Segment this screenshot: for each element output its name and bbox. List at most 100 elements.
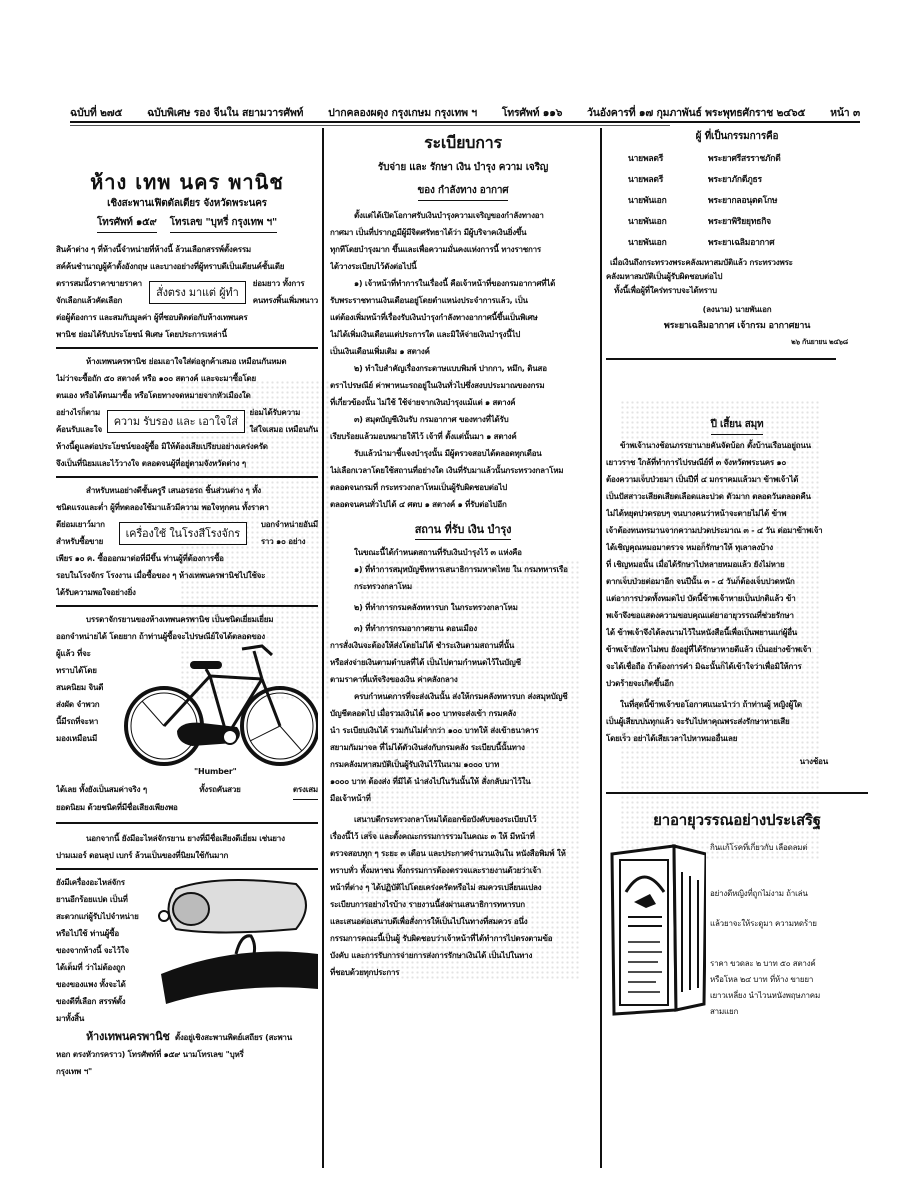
paragraph-line: ใส่ใจเสมอ เหมือนกัน bbox=[249, 425, 318, 434]
paragraph-line: หรือโหล ๒๔ บาท ที่ห้าง ขายยา bbox=[710, 975, 814, 984]
issue-number: ฉบับที่ ๒๗๕ bbox=[70, 107, 123, 119]
paragraph-line: ไม่ว่าจะซื้อถัก ๕๐ สตางค์ หรือ ๑๐๐ สตางค… bbox=[56, 374, 257, 383]
paragraph-line: กินแก้โรคที่เกี่ยวกับ เลือดลมต่ bbox=[710, 843, 808, 852]
section-rule bbox=[606, 358, 836, 360]
paragraph-line: ตรงเสม bbox=[292, 781, 318, 800]
bicycle-brand: "Humber" bbox=[194, 767, 237, 776]
section-rule bbox=[606, 792, 868, 794]
store-location: เชิงสะพานเฟิตตัลเตียร จังหวัดพระนคร bbox=[107, 198, 267, 209]
paragraph-line: คลังมหาสมบัติเป็นผู้รับผิดชอบต่อไป bbox=[606, 272, 723, 281]
paragraph-line: สามแยก bbox=[710, 1007, 739, 1016]
paragraph-line: จะได้เชื่อถือ ถ้าต้องการคำ มิฉะนั้นก็ได้… bbox=[606, 662, 802, 671]
tire-ad: ยังมีเครื่องอะไหล่จักร ยานอีกร้อยแปด เป็… bbox=[56, 874, 318, 1024]
paragraph-line: ได้ ข้าพเจ้าจึงได้ลงนามไว้ในหนังสือนี้เพ… bbox=[606, 628, 798, 637]
paragraph-line: ที่เกี่ยวข้องนั้น ไม่ใช้ ใช้จ่ายจากเงินบ… bbox=[330, 398, 516, 407]
publisher: ปากคลองผดุง กรุงเกษม กรุงเทพ ฯ bbox=[328, 107, 477, 119]
clause-1: ๑) เจ้าหน้าที่ทำการในเรื่องนี้ คือเจ้าหน… bbox=[330, 275, 596, 360]
paragraph-line: ตราไปรษณีย์ ค่าพาหนะรถอยู่ในเงินทั่วไปซึ… bbox=[330, 381, 545, 390]
paragraph-line: การสั่งเงินจะต้องให้ส่งโดยไม่ได้ ชำระเงิ… bbox=[330, 641, 515, 650]
paragraph-line: ออกจำหน่ายได้ โดยยาก ถ้าท่านผู้ซื้อจะไปร… bbox=[56, 632, 265, 641]
paragraph-line: ได้เต็มที่ ว่าไม่ต้องถูก bbox=[56, 963, 126, 972]
testimonial: ข้าพเจ้านางช้อนภรรยานายคันจัดบ้อก ตั้งบ้… bbox=[606, 437, 868, 770]
section-rule bbox=[56, 822, 318, 824]
paragraph-line: ในขณะนี้ได้กำหนดสถานที่รับเงินบำรุงไว้ ๓… bbox=[354, 548, 522, 557]
paragraph-line: ไม่เลือกเวลาโดยใช้สถานที่อย่างใด เงินที่… bbox=[330, 466, 564, 475]
boxed-row: ดีย่อมเยาว์มากสำหรับซื้อขาย เครื่องใช้ ใ… bbox=[56, 516, 318, 550]
paragraph-line: อย่างไรก็ตาม bbox=[56, 408, 101, 417]
paragraph-line: ยอดนิยม ด้วยชนิดที่มีชื่อเสียงเพียงพอ bbox=[56, 803, 178, 812]
column-divider-left bbox=[322, 128, 324, 1168]
middle-column: ระเบียบการ รับจ่าย และ รักษา เงิน บำรุง … bbox=[330, 132, 596, 1172]
paragraph-line: ทราบได้โดย bbox=[56, 666, 97, 675]
paragraph-line: ได้เชิญคุณหมอมาตรวจ หมอก็รักษาให้ ทุเลาล… bbox=[606, 543, 773, 552]
paragraph-line: ตั้งแต่ได้เปิดโอกาศรับเงินบำรุงความเจริญ… bbox=[354, 211, 544, 220]
paragraph-line: หรือส่งจ่ายเงินตามตำบลที่ได้ เป็นไปตามกำ… bbox=[330, 658, 521, 667]
paragraph-line: สนคนิยม จินดี bbox=[56, 683, 104, 692]
regulation-intro: ตั้งแต่ได้เปิดโอกาศรับเงินบำรุงความเจริญ… bbox=[330, 207, 596, 275]
paragraph-line: ราคา ขวดละ ๒ บาท ๕๐ สตางค์ bbox=[710, 959, 816, 968]
paragraph-line: ผู้แล้ว ที่จะ bbox=[56, 649, 91, 658]
section-mill-equipment: สำหรับหนอย่างดีชั้นครูรี เสนอรอรถ ชิ้นส่… bbox=[56, 482, 318, 601]
committee-name: พระยาศรีสรราชภักดี bbox=[708, 154, 781, 164]
paragraph-line: นำ ระเบียบเงินได้ รวมกันไม่ต่ำกว่า ๑๐๐ บ… bbox=[330, 726, 539, 735]
paragraph-line: เมื่อเงินถึงกระทรวงพระคลังมหาสมบัติแล้ว … bbox=[610, 258, 793, 267]
column-divider-right bbox=[600, 128, 602, 1168]
ad-title: ยาอายุวรรณอย่างประเสริฐ bbox=[653, 811, 821, 829]
paragraph-line: รับพระราชทานเงินเดือนอยู่โดยตำแหน่งประจำ… bbox=[330, 296, 528, 305]
ad-text: กินแก้โรคที่เกี่ยวกับ เลือดลมต่ อย่างดีห… bbox=[710, 840, 866, 1020]
paragraph-line: กรุงเทพ ฯ" bbox=[56, 1067, 92, 1076]
paragraph-line: ตลอดจนกรมที่ กระทรวงกลาโหมเป็นผู้รับผิดช… bbox=[330, 483, 508, 492]
special-edition: ฉบับพิเศษ รอง จีนใน สยามวารศัพท์ bbox=[147, 107, 304, 119]
places-section: ในขณะนี้ได้กำหนดสถานที่รับเงินบำรุงไว้ ๓… bbox=[330, 544, 596, 688]
left-column: ห้าง เทพ นคร พานิช เชิงสะพานเฟิตตัลเตียร… bbox=[56, 170, 318, 1170]
paragraph-line: ทุกทีโดยบำรุงมาก ขึ้นและเพื่อความมั่นคงแ… bbox=[330, 245, 541, 254]
bicycle-illustration: "Humber" bbox=[122, 641, 318, 781]
paragraph-line: ๑๐๐๐ บาท ต้องส่ง ที่มิได้ นำส่งไปในวันนั… bbox=[330, 777, 531, 786]
paragraph-line: ต้องความเจ็บป่วยมา เป็นปีที่ ๔ มกราคมแล้… bbox=[606, 475, 799, 484]
committee-note: เมื่อเงินถึงกระทรวงพระคลังมหาสมบัติแล้ว … bbox=[606, 256, 868, 298]
paragraph-line: บรรดาจักรยานของห้างเทพนครพานิช เป็นชนิดเ… bbox=[86, 615, 274, 624]
store-title: ห้าง เทพ นคร พานิช bbox=[90, 170, 284, 194]
paragraph-line: ปวดร้ายจะเกิดขึ้นอีก bbox=[606, 679, 674, 688]
paragraph-line: เป็นผู้เสียบปนทุกแล้ว จะรับไปหาคุณพระส่ง… bbox=[606, 717, 790, 726]
paragraph-line: ปามเมอร์ ดอนลุป เบกร์ ล้วนเป็นของที่นิยม… bbox=[56, 851, 229, 860]
paragraph-line: ทั้งรถคันสวย bbox=[199, 785, 241, 794]
bicycle-caption-row: ได้เลย ทั้งยังเป็นสมค่าจริง ๆ ทั้งรถคันส… bbox=[56, 781, 318, 800]
regulation-title: ระเบียบการ bbox=[424, 133, 502, 152]
paragraph-line: ย่อมยาว ทั้งการ bbox=[252, 279, 305, 288]
committee-name: พระยาภักดีภูธร bbox=[708, 175, 762, 185]
boxed-heading-direct: สั่งตรง มาแต่ ผู้ทำ bbox=[149, 280, 246, 304]
paragraph-line: หอก ตรงหัวกรคราว) โทรศัพท์ที่ ๑๕๙ นามโทร… bbox=[56, 1050, 244, 1059]
paragraph-line: หน้าที่ต่าง ๆ ได้ปฏิบัติไปโดยเคร่งครัดหร… bbox=[330, 883, 542, 892]
paragraph-line: ที่ เชิญหมอนั้น เมื่อได้รักษาไปหลายหมอแล… bbox=[606, 560, 785, 569]
paragraph-line: ราว ๑๐ อย่าง bbox=[260, 537, 306, 546]
sign-date: ๒๖ กันยายน ๒๔๖๘ bbox=[791, 338, 848, 346]
header-rule bbox=[70, 121, 860, 123]
paragraph-line: ระเบียบการอย่างไรบ้าง รายงานนี้ส่งผ่านเส… bbox=[330, 900, 525, 909]
paragraph-line: ดีย่อมเยาว์มาก bbox=[56, 520, 105, 529]
section-rule bbox=[56, 605, 318, 607]
paragraph-line: ข้าพเจ้านางช้อนภรรยานายคันจัดบ้อก ตั้งบ้… bbox=[620, 441, 811, 450]
story-title: ปี เสี้ยน สมุท bbox=[710, 416, 764, 435]
paragraph-line: บังคับ และการรับการจ่ายการส่งการรักษาเงิ… bbox=[330, 951, 533, 960]
section-rule bbox=[56, 476, 318, 478]
paragraph-line: ได้เลย ทั้งยังเป็นสมค่าจริง ๆ bbox=[56, 785, 147, 794]
paragraph-line: หรือไปใช้ ท่านผู้ซื้อ bbox=[56, 929, 119, 938]
paragraph-line: ตากเจ็บป่วยต่อมาอีก จนปีนั้น ๓ - ๔ วันก็… bbox=[606, 577, 795, 586]
paragraph-line: เรื่องนี้ไว้ เสร็จ และตั้งคณะกรรมการรวมใ… bbox=[330, 832, 535, 841]
store-footer: ห้างเทพนครพานิช ตั้งอยู่เชิงสะพานพิตย์เส… bbox=[56, 1028, 318, 1080]
paragraph-line: จึงเป็นที่นิยมและไว้วางใจ ตลอดจนผู้ที่อย… bbox=[56, 459, 247, 468]
paragraph-line: ข้าพเจ้ายังหาไม่พบ ยังอยู่ที่ได้รักษาหาย… bbox=[606, 645, 812, 654]
paragraph-line: เยาวเหลี่ยง นำไวนหนังพฤษภาคม bbox=[710, 991, 821, 1000]
place-item: ๒) ที่ทำการกรมคลังทหารบก ในกระทรวงกลาโหม bbox=[354, 603, 518, 612]
paragraph-line: ส่งผัด จำพวก bbox=[56, 700, 100, 709]
paragraph-line: ไม่ได้เพิ่มเงินเดือนแต่ประการใด และมิให้… bbox=[330, 330, 521, 339]
store-contact: โทรศัพท์ ๑๕๙ โทรเลข "บุหรี่ กรุงเทพ ฯ" bbox=[56, 214, 318, 233]
committee-rank: นายพลตรี bbox=[628, 154, 664, 164]
medicine-box-illustration bbox=[610, 842, 706, 1017]
paragraph-line: สำหรับซื้อขาย bbox=[56, 537, 104, 546]
paragraph-line: สำหรับหนอย่างดีชั้นครูรี เสนอรอรถ ชิ้นส่… bbox=[86, 486, 261, 495]
boxed-heading-mill: เครื่องใช้ ในโรงสีโรงจักร bbox=[118, 521, 247, 545]
scan-noise bbox=[620, 400, 820, 860]
page-number: หน้า ๓ bbox=[830, 107, 860, 119]
